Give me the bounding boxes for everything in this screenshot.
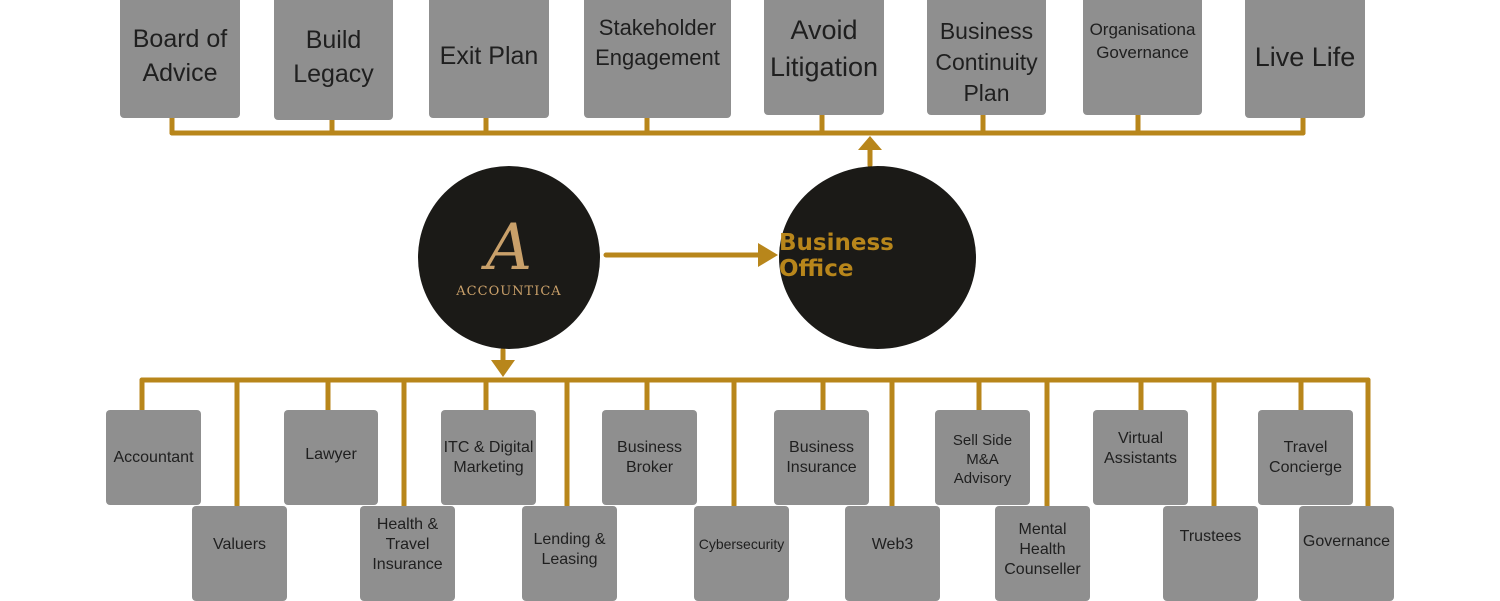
service-business-insurance: Business Insurance <box>774 410 869 505</box>
service-valuers: Valuers <box>192 506 287 601</box>
service-health-travel-insurance: Health & Travel Insurance <box>360 506 455 601</box>
goal-business-continuity-plan: Business Continuity Plan <box>927 0 1046 115</box>
service-business-broker: Business Broker <box>602 410 697 505</box>
accountica-logo-mark: A <box>485 211 533 285</box>
service-web3: Web3 <box>845 506 940 601</box>
goal-exit-plan: Exit Plan <box>429 0 549 118</box>
service-travel-concierge: Travel Concierge <box>1258 410 1353 505</box>
service-virtual-assistants: Virtual Assistants <box>1093 410 1188 505</box>
goal-board-of-advice: Board of Advice <box>120 0 240 118</box>
goal-avoid-litigation: Avoid Litigation <box>764 0 884 115</box>
service-trustees: Trustees <box>1163 506 1258 601</box>
goal-live-life: Live Life <box>1245 0 1365 118</box>
goal-organisational-governance: Organisationa Governance <box>1083 0 1202 115</box>
goal-build-legacy: Build Legacy <box>274 0 393 120</box>
goal-stakeholder-engagement: Stakeholder Engagement <box>584 0 731 118</box>
service-governance: Governance <box>1299 506 1394 601</box>
arrow-up-icon <box>858 136 882 150</box>
accountica-logo-text: ACCOUNTICA <box>456 284 562 299</box>
business-office-circle: Business Office <box>779 166 976 349</box>
connector-lines <box>139 112 1371 509</box>
service-lending-leasing: Lending & Leasing <box>522 506 617 601</box>
service-cybersecurity: Cybersecurity <box>694 506 789 601</box>
service-accountant: Accountant <box>106 410 201 505</box>
accountica-logo-circle: A ACCOUNTICA <box>418 166 600 349</box>
service-lawyer: Lawyer <box>284 410 378 505</box>
service-sell-side-ma-advisory: Sell Side M&A Advisory <box>935 410 1030 505</box>
service-mental-health-counseller: Mental Health Counseller <box>995 506 1090 601</box>
arrow-down-icon <box>491 360 515 377</box>
service-itc-digital-marketing: ITC & Digital Marketing <box>441 410 536 505</box>
business-office-label: Business Office <box>779 229 894 282</box>
arrow-right-icon <box>758 243 778 267</box>
